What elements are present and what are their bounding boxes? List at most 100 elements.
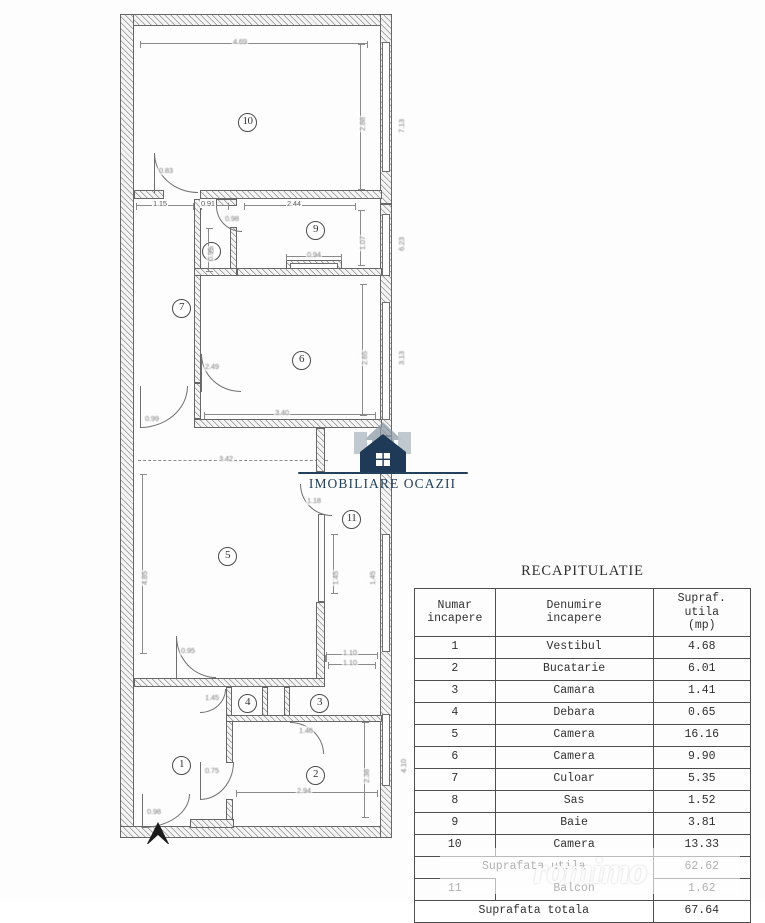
dim-balcony-depth: 1.45 [331,570,340,586]
dimline-room6-height [360,284,367,416]
cell-area: 4.68 [652,635,752,659]
door-leaf-room5 [176,636,178,678]
wall-vestibul-right [226,721,233,763]
cell-name: Camara [494,679,654,703]
cell-num: 6 [414,745,496,769]
cell-area: 6.01 [652,657,752,681]
cell-suprafata-totala-value: 67.64 [652,899,752,923]
dim-room6-height: 2.65 [360,350,369,366]
header-supraf-line2: utila [684,605,720,619]
dim-room10-width: 4.69 [232,37,248,46]
wall-vestibul-bottom-stub [190,819,234,828]
dim-culoar-door: 0.99 [144,414,160,423]
dim-room5-right: 1.10 [342,648,358,657]
cell-area: 3.81 [652,811,752,835]
cell-name: Sas [494,789,654,813]
cell-suprafata-totala-label: Suprafata totala [414,899,654,923]
cell-area: 5.35 [652,767,752,791]
wall-baie-bottom [237,268,382,276]
cell-num: 2 [414,657,496,681]
room-number-2: 2 [306,766,325,785]
dim-debara-door: 1.45 [204,693,220,702]
dim-room6-door: 2.49 [204,362,220,371]
dimline-room10-width [140,41,368,48]
wall-culoar-right-lower [194,383,201,419]
room-number-4: 4 [238,694,257,713]
cell-area: 13.33 [652,833,752,857]
cell-name: Debara [494,701,654,725]
dim-camara-door: 1.46 [298,726,314,735]
dim-right-mid: 6.23 [397,236,406,252]
cell-name: Camera [494,723,654,747]
dim-right-bottom: 4.10 [399,758,408,774]
dim-room3-width: 1.10 [342,658,358,667]
door-room6 [201,354,241,392]
north-arrow-icon [147,822,169,845]
header-supraf-line1: Supraf. [677,592,726,605]
window-room9 [382,214,390,276]
cell-name: Vestibul [494,635,654,659]
room-number-1: 1 [172,756,191,775]
cell-area: 9.90 [652,745,752,769]
cell-num: 3 [414,679,496,703]
dim-room9-width: 2.44 [286,199,302,208]
dim-room9-inner: 0.94 [306,250,322,259]
door-leaf-entrance [142,794,144,828]
cell-area: 1.41 [652,679,752,703]
dim-balcony-door: 1.18 [306,496,322,505]
wall-room10-bottom [200,190,382,199]
recapitulatie-table: Numar incapere Denumire incapere Supraf.… [414,588,752,923]
cell-name: Bucatarie [494,657,654,681]
wall-culoar-right [194,275,201,383]
wall-balcony-divider [318,514,325,602]
cell-num: 1 [414,635,496,659]
dim-entrance-door: 0.98 [146,807,162,816]
cell-num: 10 [414,833,496,857]
wall-exterior-top [120,14,392,26]
wall-room5-right-lower [316,602,325,686]
cell-name: Camera [494,833,654,857]
dim-hall-width: 3.42 [218,454,234,463]
cell-area: 0.65 [652,701,752,725]
window-room6 [382,302,390,420]
door-leaf-room6 [201,354,203,392]
wall-room5-right-upper [316,428,325,472]
dim-right-room5: 1.45 [368,570,377,586]
dim-room1-inner: 0.75 [204,766,220,775]
room-number-9: 9 [306,221,325,240]
window-room5 [382,534,390,652]
header-numar-incapere: Numar incapere [414,588,496,637]
wall-exterior-bottom [120,826,392,838]
dim-room10-height: 2.88 [358,116,367,132]
floor-plan-drawing: 10 0.83 4.69 2.88 7.13 8 0.98 9 [120,14,408,840]
wall-debara-bottom [226,715,382,722]
dimline-room5-height [140,474,147,654]
header-denumire-line2: incapere [546,612,602,626]
wall-sas-bottom [194,268,237,276]
door-leaf-bucatarie [200,762,202,800]
cell-suprafata-utila-value: 62.62 [652,855,752,879]
dimline-balcony-depth [331,534,338,594]
room-number-10: 10 [238,113,257,132]
dim-room5-height: 4.85 [140,570,149,586]
cell-area: 1.52 [652,789,752,813]
wall-exterior-left [120,14,134,838]
room-number-6: 6 [292,351,311,370]
room-number-5: 5 [218,547,237,566]
cell-name: Culoar [494,767,654,791]
cell-num: 5 [414,723,496,747]
window-room10 [382,42,390,172]
room-number-3: 3 [310,694,329,713]
dim-right-room6: 3.13 [397,350,406,366]
